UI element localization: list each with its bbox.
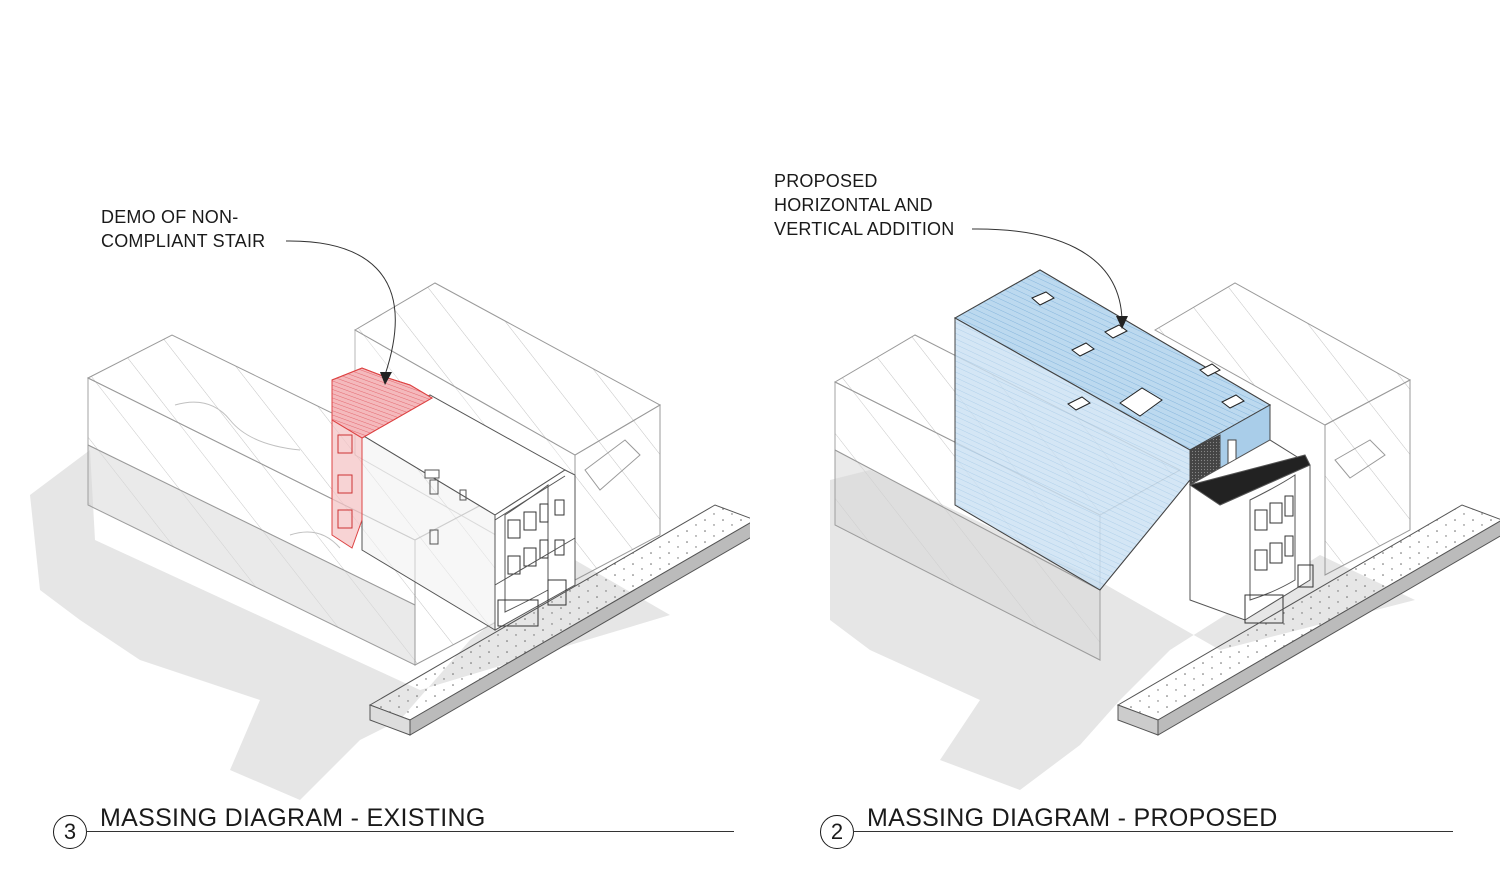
view-title: MASSING DIAGRAM - PROPOSED bbox=[867, 804, 1278, 832]
existing-building bbox=[361, 394, 576, 631]
view-tag: 3 bbox=[53, 815, 87, 849]
view-existing: DEMO OF NON- COMPLIANT STAIR 3 MASSING D… bbox=[30, 207, 750, 849]
view-proposed: PROPOSED HORIZONTAL AND VERTICAL ADDITIO… bbox=[750, 0, 1500, 876]
right-neighbor-massing bbox=[1153, 282, 1412, 576]
view-tag-number: 3 bbox=[63, 819, 77, 844]
callout-arrowhead bbox=[1116, 316, 1128, 329]
sidewalk bbox=[1116, 504, 1500, 736]
view-title: MASSING DIAGRAM - EXISTING bbox=[100, 804, 486, 832]
callout-label: DEMO OF NON- COMPLIANT STAIR bbox=[101, 207, 266, 251]
callout-leader bbox=[971, 228, 1123, 321]
callout-label: PROPOSED HORIZONTAL AND VERTICAL ADDITIO… bbox=[774, 171, 955, 239]
callout-arrowhead bbox=[380, 372, 392, 385]
title-underline bbox=[853, 831, 1453, 832]
view-tag: 2 bbox=[820, 815, 854, 849]
view-tag-number: 2 bbox=[830, 819, 844, 844]
callout-leader bbox=[285, 240, 396, 376]
title-underline bbox=[86, 831, 734, 832]
existing-building bbox=[1188, 439, 1314, 624]
sidewalk bbox=[368, 504, 750, 736]
existing-massing-drawing bbox=[30, 240, 750, 800]
proposed-massing-drawing bbox=[830, 228, 1500, 790]
proposed-addition-highlight bbox=[953, 269, 1272, 591]
demo-stair-highlight bbox=[331, 367, 433, 549]
